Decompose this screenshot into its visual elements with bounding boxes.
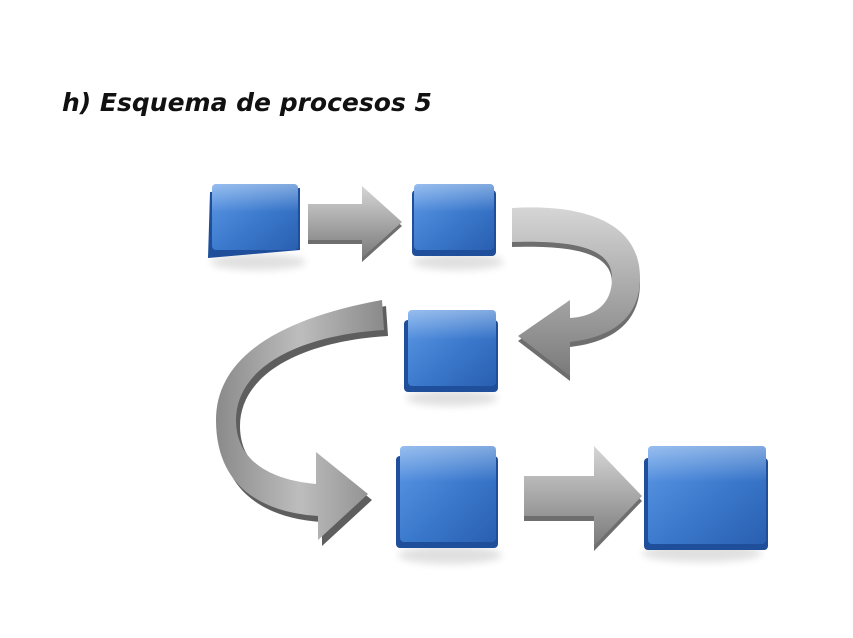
process-box-3 — [404, 310, 498, 392]
process-box-1 — [208, 184, 300, 258]
page-title: h) Esquema de procesos 5 — [62, 88, 432, 117]
arrow-3 — [216, 300, 388, 546]
process-box-5 — [644, 446, 768, 550]
process-box-2 — [412, 184, 496, 256]
process-box-4 — [396, 446, 498, 548]
arrow-2 — [512, 207, 640, 381]
arrow-4 — [524, 446, 642, 551]
arrow-1 — [308, 186, 402, 262]
